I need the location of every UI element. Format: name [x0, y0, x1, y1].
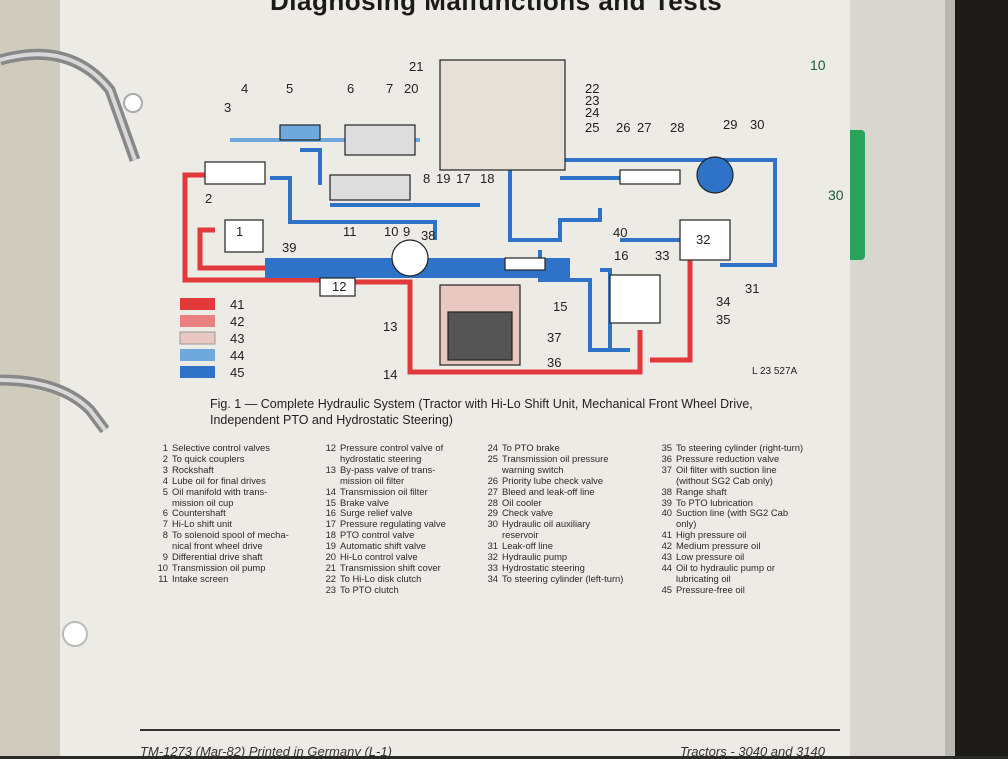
callout-label: 26	[616, 120, 630, 135]
auxiliary-reservoir	[696, 156, 734, 194]
swatch-label: 42	[230, 314, 244, 329]
figure-number: Fig. 1 —	[210, 397, 261, 411]
callout-label: 30	[750, 117, 764, 132]
callout-label: 23	[585, 93, 599, 108]
callout-label: 6	[347, 81, 354, 96]
swatch-low	[179, 331, 216, 345]
figure-code: L 23 527A	[752, 366, 798, 377]
callout-label: 28	[670, 120, 684, 135]
callout-label: 10	[384, 224, 398, 239]
callout-label: 16	[614, 248, 628, 263]
oil-cooler	[619, 169, 681, 185]
high-pressure-lines	[182, 172, 693, 375]
callout-numbers: 1 2 3 4 5 6 7 8 9 10 11 12 13 14 15 16 1…	[205, 59, 764, 382]
swatch-lube	[180, 349, 215, 361]
transmission-oil-pump	[391, 239, 429, 277]
callout-label: 37	[547, 330, 561, 345]
callout-label: 19	[436, 171, 450, 186]
callout-label: 36	[547, 355, 561, 370]
callout-label: 31	[745, 281, 759, 296]
swatch-label: 45	[230, 365, 244, 380]
selective-control-valves	[224, 219, 264, 253]
footer-rule	[140, 729, 840, 731]
callout-label: 21	[409, 59, 423, 74]
callout-label: 29	[723, 117, 737, 132]
footer-left: TM-1273 (Mar-82) Printed in Germany (L-1…	[140, 744, 392, 759]
callout-label: 12	[332, 279, 346, 294]
callout-label: 34	[716, 294, 730, 309]
callout-label: 8	[423, 171, 430, 186]
callout-label: 15	[553, 299, 567, 314]
callout-label: 7	[386, 81, 393, 96]
callout-label: 3	[224, 100, 231, 115]
page-title: Diagnosing Malfunctions and Tests	[270, 0, 723, 16]
pressure-control-valve	[319, 277, 356, 297]
callout-label: 32	[696, 232, 710, 247]
callout-label: 27	[637, 120, 651, 135]
color-swatches	[179, 298, 216, 378]
oil-manifold	[279, 124, 321, 141]
callout-label: 2	[205, 191, 212, 206]
swatch-high	[180, 298, 215, 310]
callout-label: 38	[421, 228, 435, 243]
swatch-free	[180, 366, 215, 378]
hydraulic-diagram: 41 42 43 44 45 1 2 3 4 5 6 7 8 9 10 11 1…	[179, 59, 798, 382]
callout-label: 22	[585, 81, 599, 96]
callout-label: 14	[383, 367, 397, 382]
callout-label: 13	[383, 319, 397, 334]
callout-label: 25	[585, 120, 599, 135]
callout-label: 5	[286, 81, 293, 96]
swatch-label: 43	[230, 331, 244, 346]
callout-label: 18	[480, 171, 494, 186]
hydrostatic-steering	[609, 274, 661, 324]
callout-label: 24	[585, 105, 599, 120]
hydraulic-pump	[679, 219, 731, 261]
rockshaft	[204, 161, 266, 185]
pressure-free-lines	[270, 148, 777, 352]
swatch-labels: 41 42 43 44 45	[230, 297, 244, 380]
callout-label: 40	[613, 225, 627, 240]
callout-label: 1	[236, 224, 243, 239]
figure-caption-text: Complete Hydraulic System (Tractor with …	[210, 397, 753, 427]
countershaft	[329, 174, 411, 201]
callout-label: 9	[403, 224, 410, 239]
callout-label: 20	[404, 81, 418, 96]
callout-label: 11	[343, 224, 357, 239]
callout-label: 17	[456, 171, 470, 186]
callout-label: 4	[241, 81, 248, 96]
swatch-label: 44	[230, 348, 244, 363]
callout-label: 35	[716, 312, 730, 327]
callout-label: 33	[655, 248, 669, 263]
callout-label: 39	[282, 240, 296, 255]
footer-right: Tractors - 3040 and 3140	[680, 744, 826, 759]
swatch-medium	[180, 315, 215, 327]
transmission-shift-cover	[439, 59, 566, 171]
swatch-label: 41	[230, 297, 244, 312]
figure-caption: Fig. 1 — Complete Hydraulic System (Trac…	[210, 396, 820, 428]
hi-lo-shift-unit	[344, 124, 416, 156]
